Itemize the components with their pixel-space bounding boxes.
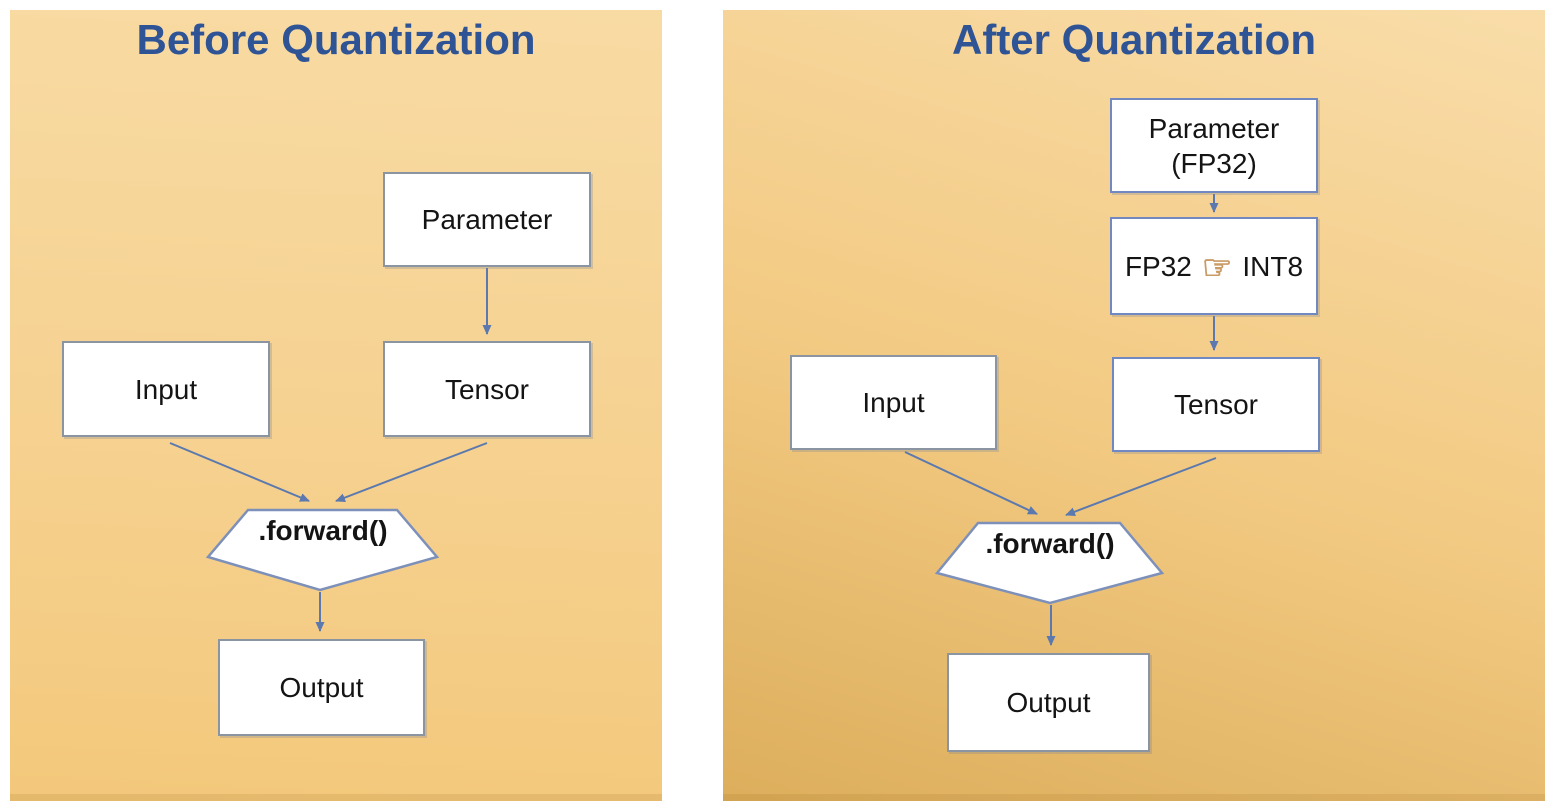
- panel-before-quantization: Before Quantization Parameter Input Tens…: [10, 10, 662, 801]
- node-tensor: Tensor: [383, 341, 591, 437]
- panel-title-before: Before Quantization: [136, 16, 536, 63]
- edge-layer-before: [169, 268, 492, 632]
- node-forward-label: .forward(): [985, 528, 1115, 559]
- pointing-hand-icon: ☞: [1201, 248, 1233, 287]
- node-input-label: Input: [134, 373, 198, 405]
- arrow-tensor-to-forward: [335, 442, 488, 502]
- node-fp32-to-int8: FP32 ☞ INT8: [1110, 217, 1318, 315]
- parameter-line1: Parameter: [1148, 112, 1280, 144]
- node-tensor: Tensor: [1112, 357, 1320, 452]
- node-input: Input: [62, 341, 270, 437]
- node-output-label: Output: [1006, 687, 1091, 718]
- node-forward-label: .forward(): [258, 515, 388, 546]
- node-parameter-fp32: Parameter (FP32): [1110, 98, 1318, 193]
- node-parameter: Parameter: [383, 172, 591, 267]
- panel-title-after: After Quantization: [952, 16, 1316, 63]
- forward-shape: [934, 521, 1165, 605]
- node-output-label: Output: [279, 672, 364, 703]
- forward-shape: [205, 508, 440, 592]
- node-output: Output: [947, 653, 1150, 752]
- arrow-tensor-to-forward: [1065, 457, 1217, 517]
- node-input-label: Input: [862, 387, 925, 418]
- node-parameter-fp32-label: Parameter (FP32): [1149, 111, 1280, 181]
- edge-layer-after: [904, 194, 1219, 646]
- node-tensor-label: Tensor: [1173, 389, 1259, 420]
- parameter-line2: (FP32): [1171, 147, 1257, 179]
- node-tensor-label: Tensor: [444, 373, 530, 405]
- panel-after-quantization: After Quantization Parameter (FP32) F: [723, 10, 1545, 801]
- node-output: Output: [218, 639, 425, 736]
- arrow-input-to-forward: [169, 442, 310, 502]
- quantize-prefix: FP32: [1124, 250, 1192, 282]
- node-input: Input: [790, 355, 997, 450]
- quantize-suffix: INT8: [1242, 250, 1304, 282]
- node-parameter-label: Parameter: [421, 204, 553, 235]
- arrow-input-to-forward: [904, 451, 1038, 515]
